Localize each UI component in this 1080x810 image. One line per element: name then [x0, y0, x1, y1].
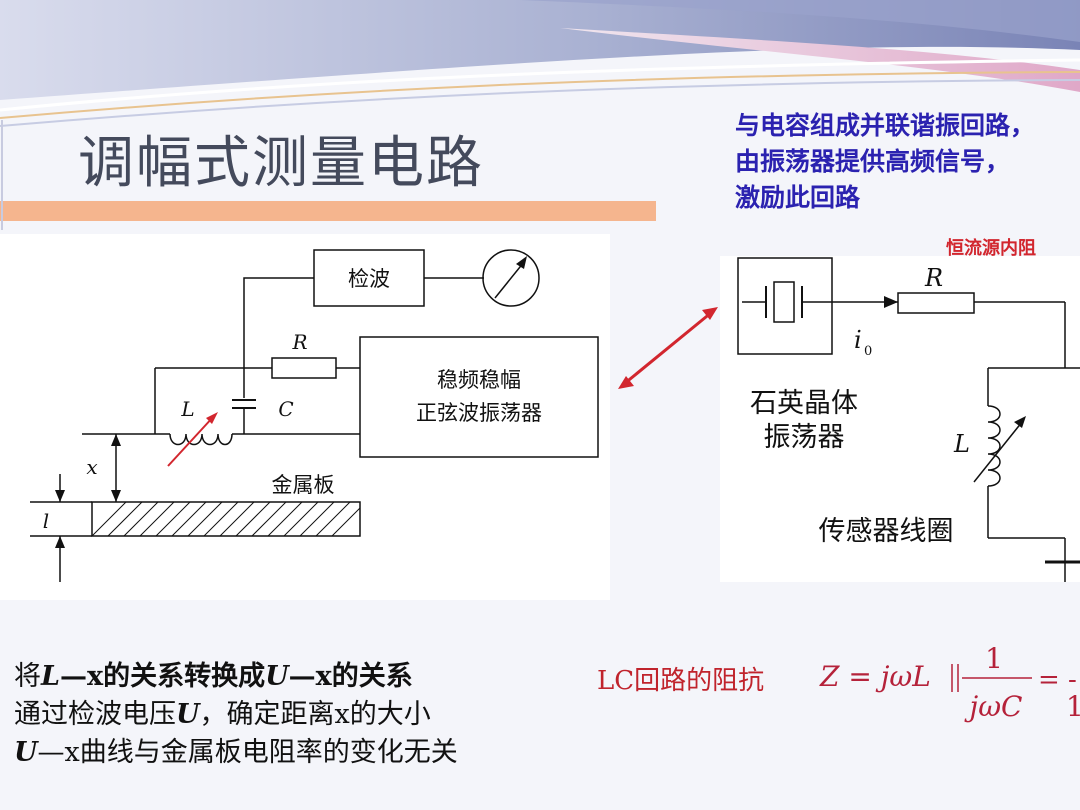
conclusion-text: 将L—x的关系转换成U—x的关系 通过检波电压U，确定距离x的大小 U—x曲线与…	[14, 658, 458, 772]
conclusion-line-3: U—x曲线与金属板电阻率的变化无关	[14, 737, 458, 768]
header-swoosh-blue	[0, 0, 1080, 100]
right-circuit-diagram: R i 0 石英晶体 振荡器 L 传感器线圈	[737, 257, 1080, 582]
detector-label: 检波	[348, 267, 390, 291]
crystal-label-2: 振荡器	[764, 422, 845, 453]
crystal-box	[737, 257, 833, 355]
header-swoosh-dark	[520, 0, 1080, 42]
resistor-label-left: R	[291, 330, 307, 354]
source-resistance-label: 恒流源内阻	[946, 238, 1036, 259]
link-arrow	[618, 307, 718, 389]
formula-tail: = -	[1038, 665, 1077, 695]
thickness-label: l	[43, 509, 49, 533]
plate-hatching	[91, 501, 361, 537]
crystal-icon	[773, 281, 795, 323]
impedance-formula: Z = jωL 1 jωC = - 1	[819, 642, 1080, 723]
header-swoosh-pink	[560, 28, 1080, 92]
formula-lhs: Z = jωL	[819, 660, 931, 693]
current-label: i	[854, 326, 862, 354]
slide-title: 调幅式测量电路	[78, 131, 484, 196]
impedance-label: LC回路的阻抗	[597, 666, 765, 696]
oscillator-box	[359, 336, 599, 458]
conclusion-line-1: 将L—x的关系转换成U—x的关系	[14, 661, 413, 692]
current-subscript: 0	[864, 344, 872, 359]
inductor-label-left: L	[180, 397, 194, 421]
inductor-l-right	[987, 405, 1001, 487]
resonance-note: 与电容组成并联谐振回路， 由振荡器提供高频信号， 激励此回路	[735, 108, 1035, 216]
resistor-r-left	[271, 357, 337, 379]
formula-tail-denominator: 1	[1066, 690, 1080, 723]
meter-needle	[494, 261, 525, 299]
header-curve-light	[0, 79, 1080, 127]
note-line-2: 由振荡器提供高频信号，	[735, 147, 1011, 176]
plate-label: 金属板	[272, 473, 335, 497]
inductor-l-left	[169, 433, 233, 446]
note-line-1: 与电容组成并联谐振回路，	[735, 111, 1036, 140]
left-circuit-diagram: 检波 稳频稳幅 正弦波振荡器 R L C x l 金属板	[30, 249, 599, 582]
crystal-label-1: 石英晶体	[750, 388, 858, 419]
distance-label: x	[86, 455, 97, 479]
formula-denominator: jωC	[964, 690, 1023, 723]
inductor-label-right: L	[953, 430, 970, 458]
resistor-r-right	[897, 292, 975, 314]
conclusion-line-2: 通过检波电压U，确定距离x的大小	[14, 699, 431, 730]
header-curve-gold	[0, 71, 1080, 119]
note-line-3: 激励此回路	[735, 183, 861, 212]
variable-arrow-right	[973, 421, 1023, 483]
resistor-label-right: R	[924, 264, 943, 292]
right-circuit-panel: R i 0 石英晶体 振荡器 L 传感器线圈	[720, 256, 1080, 582]
oscillator-label-2: 正弦波振荡器	[416, 401, 542, 425]
variable-arrow-left	[167, 415, 215, 467]
title-underline-bar	[0, 201, 656, 221]
metal-plate	[91, 501, 361, 537]
left-circuit-panel: 检波 稳频稳幅 正弦波振荡器 R L C x l 金属板	[0, 234, 610, 600]
formula-numerator: 1	[985, 642, 1003, 675]
coil-label: 传感器线圈	[819, 516, 954, 547]
capacitor-label: C	[278, 397, 293, 421]
oscillator-label-1: 稳频稳幅	[437, 368, 521, 392]
header-curve-white	[0, 58, 1080, 112]
header-decoration	[0, 0, 1080, 230]
voltmeter-icon	[482, 249, 540, 307]
